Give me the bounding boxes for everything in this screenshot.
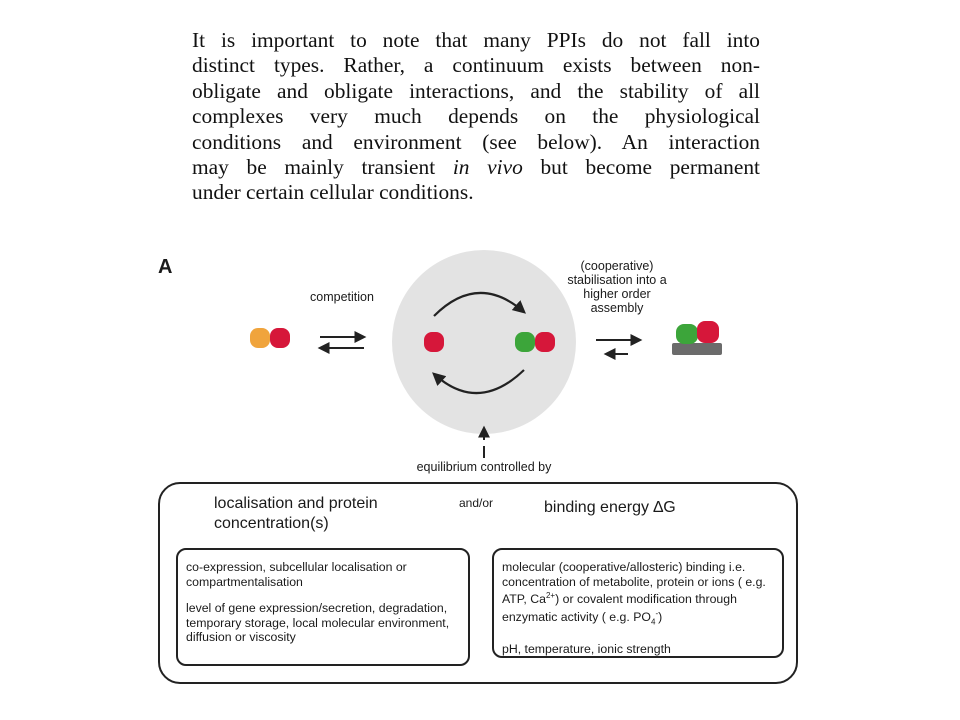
po-subscript: 4 [650,617,656,627]
binding-item-1: molecular (cooperative/allosteric) bindi… [502,560,774,630]
paragraph-line-1: It is important to note that many PPIs d… [192,28,760,52]
paragraph-line-2: distinct types. Rather, a continuum exis… [192,53,760,78]
right-heading: binding energy ∆G [544,499,676,516]
paragraph-line-5: conditions and environment (see below). … [192,129,760,154]
upper-curved-arrow [433,291,526,317]
complex-red-protein [535,332,555,352]
equilibrium-circle [392,250,576,434]
binding-item-1-b: ) or covalent modification through enzym… [502,592,737,624]
assembly-green-protein [676,324,698,344]
localisation-item-1: co-expression, subcellular localisation … [186,560,407,589]
line6-head: may be mainly transient [192,154,453,179]
equilibrium-label: equilibrium controlled by [416,460,552,474]
assembly-red-protein [697,321,719,343]
free-red-protein [424,332,444,352]
orange-protein [250,328,270,348]
binding-item-1-a: molecular (cooperative/allosteric) bindi… [502,560,766,607]
complex-green-protein [515,332,535,352]
binding-energy-factors-box: molecular (cooperative/allosteric) bindi… [492,548,784,658]
left-red-protein [270,328,290,348]
assembly-base [672,343,722,355]
panel-letter: A [158,256,173,278]
po-superscript: - [655,608,659,618]
lower-curved-arrow [432,369,525,395]
factors-outer-box [158,482,798,684]
body-paragraph: It is important to note that many PPIs d… [192,28,760,206]
paragraph-line-4: complexes very much depends on the physi… [192,104,760,129]
left-heading: localisation and protein concentration(s… [214,495,378,532]
andor-label: and/or [459,496,494,510]
binding-item-1-d: ) [658,609,663,624]
localisation-item-2: level of gene expression/secretion, degr… [186,601,450,644]
ca-superscript: 2+ [545,591,556,600]
localisation-factors-box: co-expression, subcellular localisation … [176,548,470,666]
line6-tail: but become permanent [522,154,760,179]
paragraph-line-7: under certain cellular conditions. [192,180,474,205]
stabilisation-label: (cooperative) stabilisation into a highe… [567,259,667,315]
paragraph-line-6: may be mainly transient in vivo but beco… [192,155,760,180]
italic-in-vivo: in vivo [452,154,523,179]
binding-item-2: pH, temperature, ionic strength [502,641,671,656]
paragraph-line-3: obligate and obligate interactions, and … [192,78,760,103]
competition-label: competition [310,290,374,304]
